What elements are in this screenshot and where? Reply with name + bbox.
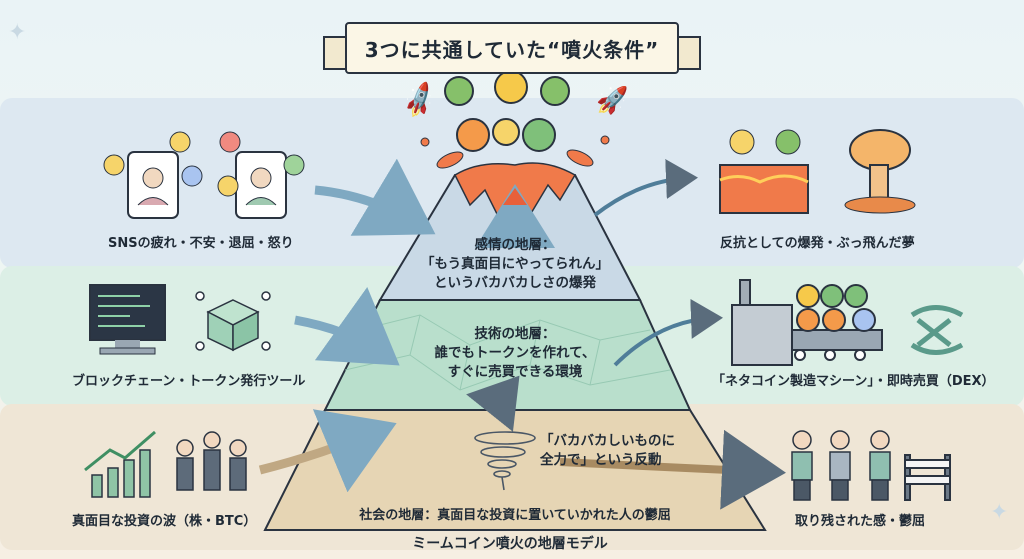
swap-icon bbox=[910, 305, 964, 355]
emotion-line2: というバカバカしさの爆発 bbox=[434, 275, 596, 291]
reaction-text: 「バカバカしいものに 全力で」という反動 bbox=[540, 432, 700, 470]
technology-heading: 技術の地層： bbox=[474, 326, 556, 342]
emotion-heading: 感情の地層： bbox=[474, 237, 556, 253]
outflow-arrow bbox=[613, 298, 723, 367]
footer-caption: ミームコイン噴火の地層モデル bbox=[412, 536, 608, 552]
updraft-arrow bbox=[466, 375, 520, 432]
laptop-code-icon bbox=[89, 284, 166, 355]
technology-line2: すぐに売買できる環境 bbox=[447, 364, 583, 380]
blockchain-cube-icon bbox=[195, 291, 271, 352]
money-bag-icon bbox=[444, 76, 474, 106]
pepe-coin-icon bbox=[522, 118, 556, 152]
page-title: 3つに共通していた“噴火条件” bbox=[364, 37, 660, 62]
coin-icon bbox=[822, 308, 846, 332]
outflow-arrow bbox=[593, 158, 698, 217]
businessmen-icon bbox=[176, 431, 247, 491]
lava-pool-icon bbox=[719, 129, 809, 214]
technology-left-label: ブロックチェーン・トークン発行ツール bbox=[72, 374, 306, 389]
coin-icon bbox=[796, 308, 820, 332]
shiba-coin-icon bbox=[796, 284, 820, 308]
reaction-arrow bbox=[559, 429, 786, 510]
barrier-icon bbox=[904, 454, 951, 501]
coin-icon bbox=[492, 118, 520, 146]
reaction-line1: 「バカバカしいものに bbox=[540, 433, 675, 449]
society-left-label: 真面目な投資の波（株・BTC） bbox=[72, 514, 257, 529]
title-banner: 3つに共通していた“噴火条件” bbox=[323, 22, 701, 74]
emotion-right-label: 反抗としての爆発・ぶっ飛んだ夢 bbox=[720, 236, 915, 251]
tornado-icon bbox=[474, 431, 536, 491]
technology-line1: 誰でもトークンを作れて、 bbox=[434, 345, 596, 361]
sad-people-icon bbox=[791, 430, 891, 501]
coin-icon bbox=[852, 308, 876, 332]
phone-chat-icon bbox=[103, 131, 305, 219]
technology-layer-text: 技術の地層： 誰でもトークンを作れて、 すぐに売買できる環境 bbox=[395, 325, 635, 382]
mushroom-cloud-icon bbox=[844, 129, 916, 214]
shiba-coin-icon bbox=[494, 70, 528, 104]
inflow-arrow bbox=[294, 287, 400, 366]
shiba-coin-icon bbox=[456, 118, 490, 152]
factory-icon bbox=[731, 279, 883, 366]
society-right-label: 取り残された感・鬱屈 bbox=[795, 514, 926, 529]
emotion-layer-text: 感情の地層： 「もう真面目にやってられん」 というバカバカしさの爆発 bbox=[395, 236, 635, 293]
inflow-arrow bbox=[314, 158, 436, 236]
reaction-line2: 全力で」という反動 bbox=[540, 452, 662, 468]
society-heading: 社会の地層：真面目な投資に置いていかれた人の鬱屈 bbox=[359, 508, 671, 523]
pepe-coin-icon bbox=[820, 284, 844, 308]
sparkle-icon: ✦ bbox=[990, 500, 1009, 525]
money-bag-icon bbox=[540, 76, 570, 106]
technology-right-label: 「ネタコイン製造マシーン」・即時売買（DEX） bbox=[712, 374, 995, 389]
emotion-line1: 「もう真面目にやってられん」 bbox=[421, 256, 609, 272]
growth-chart-icon bbox=[84, 430, 156, 498]
sparkle-icon: ✦ bbox=[8, 20, 27, 45]
inflow-arrow bbox=[258, 409, 397, 493]
coin-icon bbox=[844, 284, 868, 308]
emotion-left-label: SNSの疲れ・不安・退屈・怒り bbox=[108, 236, 294, 251]
rocket-icon: 🚀 bbox=[596, 86, 629, 116]
